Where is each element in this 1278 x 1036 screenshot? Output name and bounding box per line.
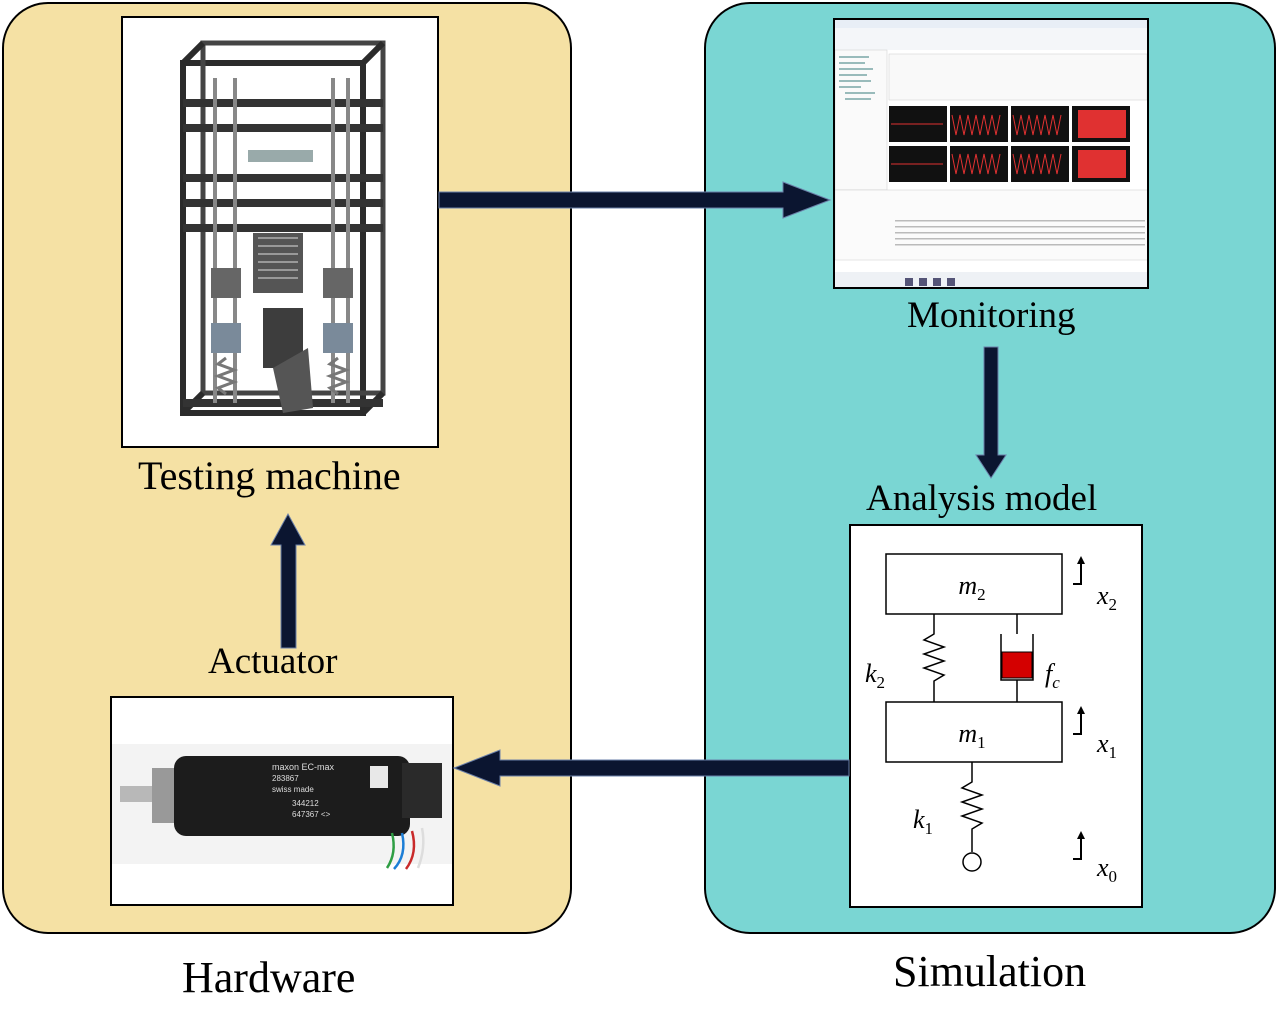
testing-machine-label: Testing machine <box>138 453 401 498</box>
simulation-title: Simulation <box>893 947 1087 996</box>
x2-arrow <box>1073 562 1082 585</box>
spring-k2 <box>921 614 947 702</box>
motor-brand-text: maxon EC-max <box>272 762 335 772</box>
motor-origin-text: swiss made <box>272 785 314 794</box>
motor-serial-text: 647367 <> <box>292 810 331 819</box>
monitoring-label: Monitoring <box>907 295 1076 336</box>
mass-m2-box <box>885 553 1063 615</box>
damper-piston <box>1001 651 1033 679</box>
monitoring-software-drawing <box>835 20 1147 287</box>
two-mass-model-svg: m2 m1 k2 fc k1 x2 x1 x0 <box>865 553 1117 886</box>
x1-arrow <box>1073 712 1082 735</box>
analysis-model-diagram: m2 m1 k2 fc k1 x2 x1 x0 <box>849 524 1143 908</box>
damper-fc <box>1000 614 1034 702</box>
k1-symbol: k1 <box>913 805 933 838</box>
motor-number-text: 344212 <box>292 799 319 808</box>
fc-symbol: fc <box>1045 659 1060 692</box>
ground-node <box>962 852 982 872</box>
m1-symbol: m1 <box>958 719 985 752</box>
hardware-title: Hardware <box>182 953 356 1002</box>
m2-symbol: m2 <box>958 571 985 604</box>
x1-symbol: x1 <box>1096 729 1117 762</box>
x0-arrow <box>1073 837 1082 860</box>
analysis-model-label: Analysis model <box>866 478 1098 519</box>
motor-drawing: maxon EC-max 283867 swiss made 344212 64… <box>112 744 452 870</box>
motor-part-text: 283867 <box>272 774 299 783</box>
x0-symbol: x0 <box>1096 853 1117 886</box>
actuator-image: maxon EC-max 283867 swiss made 344212 64… <box>110 696 454 906</box>
x2-symbol: x2 <box>1096 581 1117 614</box>
k2-symbol: k2 <box>865 659 885 692</box>
monitoring-screenshot <box>833 18 1149 289</box>
testing-machine-image <box>121 16 439 448</box>
testing-machine-drawing <box>180 40 386 416</box>
mass-m1-box <box>885 701 1063 763</box>
spring-k1 <box>959 762 985 852</box>
actuator-label: Actuator <box>208 641 338 682</box>
